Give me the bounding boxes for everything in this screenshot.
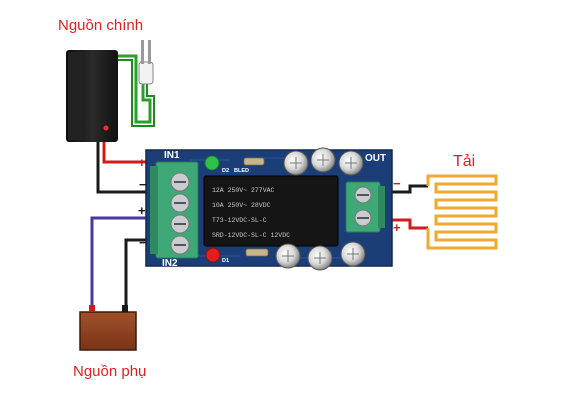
out-label: OUT: [365, 153, 386, 164]
out-minus-mark: −: [393, 176, 401, 191]
backup-battery: [79, 305, 137, 351]
capacitors-bottom: [275, 241, 366, 271]
in1-minus-mark: −: [139, 177, 147, 192]
in1-plus-mark: +: [138, 155, 146, 170]
capacitors-top: [283, 147, 364, 176]
in2-minus-mark: −: [139, 235, 147, 250]
relay-text-3: T73-12VDC-SL-C: [212, 217, 267, 224]
relay-text-2: 10A 250V~ 28VDC: [212, 202, 271, 209]
input-terminal-block: [150, 161, 199, 259]
load-heater-element: [426, 174, 498, 250]
main-power-label: Nguồn chính: [58, 17, 143, 34]
d2-label: D2: [222, 168, 229, 174]
backup-power-label: Nguồn phụ: [73, 363, 146, 380]
relay: 12A 250V~ 277VAC 10A 250V~ 28VDC T73-12V…: [203, 175, 339, 247]
relay-text-4: SRD-12VDC-SL-C 12VDC: [212, 232, 290, 239]
out-plus-mark: +: [393, 220, 401, 235]
in2-plus-mark: +: [138, 203, 146, 218]
in1-label: IN1: [164, 150, 180, 161]
output-terminal-block: [345, 181, 385, 233]
led-label: BLED: [234, 168, 249, 174]
main-power-adapter: [66, 50, 155, 142]
relay-text-1: 12A 250V~ 277VAC: [212, 187, 275, 194]
diode-icon: [245, 248, 269, 257]
red-led-icon: [205, 247, 221, 263]
in2-label: IN2: [162, 258, 178, 269]
backup-switch-module: 12A 250V~ 277VAC 10A 250V~ 28VDC T73-12V…: [145, 147, 393, 271]
green-led-icon: [204, 155, 220, 171]
resistor-icon: [243, 157, 265, 166]
power-plug-icon: [138, 40, 154, 85]
d1-label: D1: [222, 258, 229, 264]
load-label: Tải: [453, 153, 475, 170]
